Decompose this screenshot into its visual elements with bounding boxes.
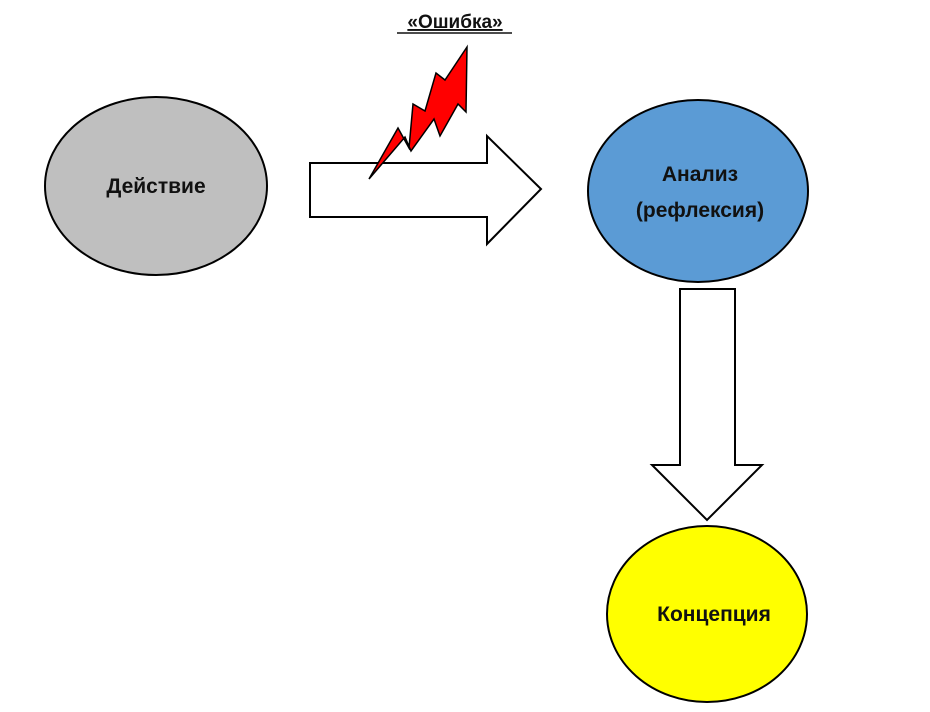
- node-analysis-shape: [587, 99, 809, 283]
- node-analysis-label-line2: (рефлексия): [636, 199, 764, 222]
- arrow-right: [309, 133, 543, 247]
- node-action: Действие: [44, 96, 268, 276]
- lightning-bolt-icon: [368, 44, 468, 180]
- arrow-down: [649, 288, 765, 522]
- node-action-shape: [44, 96, 268, 276]
- node-action-label: Действие: [106, 175, 205, 198]
- error-label: «Ошибка»: [407, 12, 502, 33]
- node-concept: Концепция: [606, 525, 808, 703]
- node-concept-label: Концепция: [657, 603, 771, 626]
- node-analysis-label-line1: Анализ: [662, 163, 738, 186]
- node-concept-shape: [606, 525, 808, 703]
- node-analysis: Анализ (рефлексия): [587, 99, 809, 283]
